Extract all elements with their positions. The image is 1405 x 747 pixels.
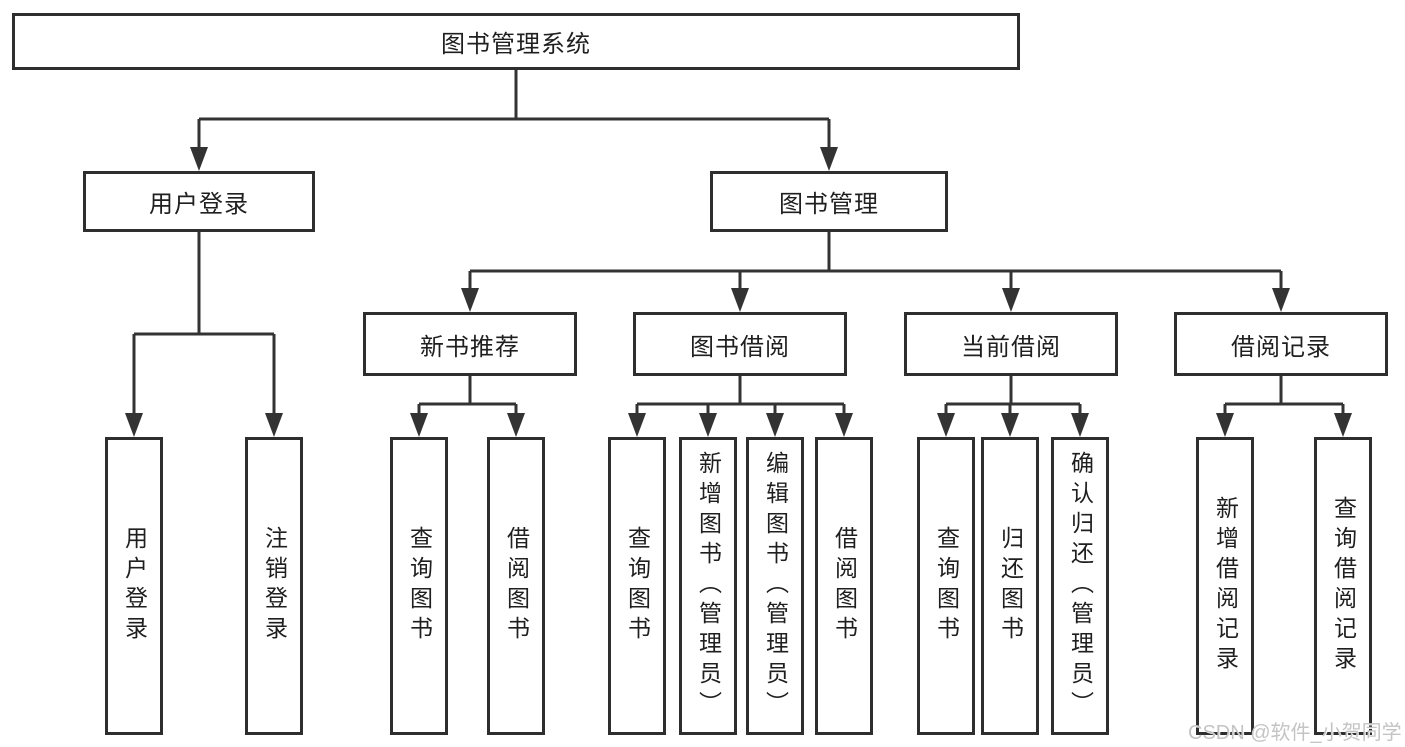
leaf-label: 注销登录 — [261, 526, 288, 646]
leaf-add-book-admin: 新增图书（管理员） — [679, 437, 737, 735]
leaf-user-login: 用户登录 — [105, 437, 163, 735]
leaf-confirm-return-admin: 确认归还（管理员） — [1051, 437, 1109, 735]
leaf-return-book: 归还图书 — [981, 437, 1039, 735]
node-root: 图书管理系统 — [12, 13, 1020, 70]
node-book-borrowing: 图书借阅 — [633, 312, 847, 376]
leaf-label: 归还图书 — [997, 526, 1024, 646]
leaf-label: 查询图书 — [624, 526, 651, 646]
leaf-borrow-books: 借阅图书 — [815, 437, 873, 735]
leaf-query-books-borrow: 查询图书 — [608, 437, 666, 735]
leaf-label: 新增图书（管理员） — [695, 451, 722, 721]
leaf-label: 确认归还（管理员） — [1067, 451, 1094, 721]
leaf-label: 新增借阅记录 — [1212, 496, 1239, 676]
leaf-query-borrow-record: 查询借阅记录 — [1314, 437, 1372, 735]
leaf-label: 借阅图书 — [503, 526, 530, 646]
node-borrowing-records: 借阅记录 — [1174, 312, 1388, 376]
leaf-label: 查询图书 — [933, 526, 960, 646]
leaf-add-borrow-record: 新增借阅记录 — [1196, 437, 1254, 735]
leaf-logout: 注销登录 — [245, 437, 303, 735]
leaf-label: 借阅图书 — [831, 526, 858, 646]
csdn-watermark: CSDN @软件_小贺同学 — [1188, 722, 1402, 744]
node-current-borrowing: 当前借阅 — [904, 312, 1118, 376]
node-book-management: 图书管理 — [710, 171, 948, 232]
leaf-label: 查询图书 — [406, 526, 433, 646]
leaf-label: 编辑图书（管理员） — [762, 451, 789, 721]
leaf-label: 查询借阅记录 — [1330, 496, 1357, 676]
leaf-query-books-recommend: 查询图书 — [390, 437, 448, 735]
leaf-edit-book-admin: 编辑图书（管理员） — [746, 437, 804, 735]
leaf-borrow-books-recommend: 借阅图书 — [487, 437, 545, 735]
arrowhead-icons — [125, 147, 1352, 437]
leaf-label: 用户登录 — [121, 526, 148, 646]
leaf-query-books-current: 查询图书 — [917, 437, 975, 735]
node-user-login: 用户登录 — [83, 171, 315, 232]
node-new-book-recommendation: 新书推荐 — [363, 312, 577, 376]
